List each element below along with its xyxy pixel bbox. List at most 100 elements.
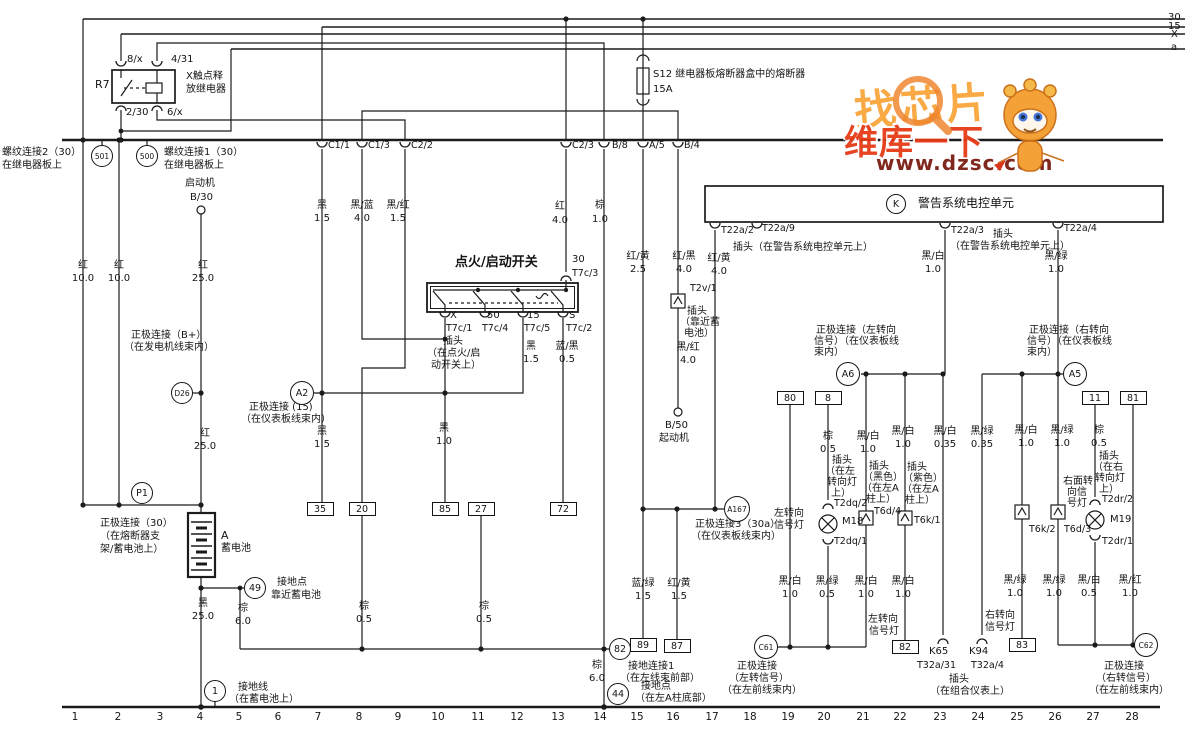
gnd44-desc2: （在左A柱底部） bbox=[635, 693, 712, 704]
wire-gauge: 1.0 bbox=[860, 444, 876, 455]
a2-desc1: 正极连接 (15) bbox=[249, 402, 313, 413]
wire-color: 黑/红 bbox=[386, 200, 410, 211]
wire-color: 黑/红 bbox=[1118, 575, 1142, 586]
rail-30-label: 30 bbox=[1168, 12, 1181, 23]
relay-name-line2: 放继电器 bbox=[186, 84, 226, 95]
wire-color: 黑/白 bbox=[933, 426, 957, 437]
gnd82-desc2: （在左线束前部） bbox=[620, 673, 700, 684]
track-number-15: 15 bbox=[630, 711, 644, 723]
pin-t2dq2: T2dq/2 bbox=[834, 498, 868, 509]
ground-82: 82 bbox=[609, 638, 631, 660]
wire-color: 红/黑 bbox=[672, 251, 696, 262]
wire-color: 黑/绿 bbox=[1042, 575, 1066, 586]
wire-color: 红/黄 bbox=[707, 253, 731, 264]
relay-id: R7 bbox=[95, 78, 110, 91]
m19-name3: 号灯 bbox=[1067, 498, 1087, 509]
wire-gauge: 1.5 bbox=[314, 213, 330, 224]
track-number-6: 6 bbox=[274, 711, 282, 723]
ecu-plug-note: 插头（在警告系统电控单元上） bbox=[733, 242, 873, 253]
wire-color: 黑/白 bbox=[854, 576, 878, 587]
c62-desc1: 正极连接 bbox=[1104, 661, 1144, 672]
plug-purple4: 柱上） bbox=[905, 495, 935, 506]
wire-gauge: 0.35 bbox=[970, 439, 994, 450]
wire-gauge: 1.0 bbox=[858, 589, 874, 600]
wire-color: 黑/绿 bbox=[1050, 425, 1074, 436]
plug-purple2: （紫色） bbox=[903, 473, 943, 484]
battery-id: A bbox=[221, 529, 229, 542]
fuse-label: S12 继电器板熔断器盒中的熔断器 bbox=[653, 69, 806, 80]
wire-color: 黑/绿 bbox=[1044, 251, 1068, 262]
track-number-22: 22 bbox=[893, 711, 907, 723]
screw2-line1: 螺纹连接2（30） bbox=[2, 147, 82, 158]
wire-gauge: 1.0 bbox=[1018, 438, 1034, 449]
a167-desc1: 正极连接3（30a） bbox=[695, 519, 781, 530]
rail-15-label: 15 bbox=[1168, 21, 1181, 32]
wire-gauge: 1.0 bbox=[925, 264, 941, 275]
a2-desc2: （在仪表板线束内） bbox=[241, 414, 331, 425]
connection-c62: C62 bbox=[1134, 633, 1158, 657]
switch-pin: 15 bbox=[527, 310, 540, 321]
switch-plug1: 插头 bbox=[443, 336, 463, 347]
wire-gauge: 1.0 bbox=[592, 214, 608, 225]
wire-color: 黑/绿 bbox=[1003, 575, 1027, 586]
plug-left-lamp4: 上） bbox=[831, 488, 851, 499]
track-number-24: 24 bbox=[971, 711, 985, 723]
wire-gauge: 4.0 bbox=[680, 355, 696, 366]
relay-pin: 6/x bbox=[167, 107, 183, 118]
wire-gauge: 1.0 bbox=[1048, 264, 1064, 275]
gnd49-desc2: 靠近蓄电池 bbox=[271, 590, 321, 601]
ground-44: 44 bbox=[607, 683, 629, 705]
track-number-8: 8 bbox=[355, 711, 363, 723]
pin-k65: K65 bbox=[929, 646, 949, 657]
wire-gauge: 4.0 bbox=[552, 215, 568, 226]
wire-gauge: 6.0 bbox=[235, 616, 251, 627]
cluster-plug2: （在组合仪表上） bbox=[930, 686, 1010, 697]
switch-pin: T7c/2 bbox=[566, 323, 593, 334]
track-number-3: 3 bbox=[156, 711, 164, 723]
m18-name1: 左转向 bbox=[774, 508, 804, 519]
connection-a2: A2 bbox=[290, 381, 314, 405]
pin-k94b: T32a/4 bbox=[971, 660, 1004, 671]
wire-gauge: 4.0 bbox=[354, 213, 370, 224]
track-number-12: 12 bbox=[510, 711, 524, 723]
wire-color: 棕 bbox=[823, 431, 833, 442]
gnd1-desc1: 接地线 bbox=[238, 682, 268, 693]
pin-t2dr2: T2dr/2 bbox=[1102, 494, 1134, 505]
track-number-11: 11 bbox=[471, 711, 485, 723]
bus-pin: B/4 bbox=[684, 140, 700, 151]
wire-gauge: 4.0 bbox=[711, 266, 727, 277]
track-number-7: 7 bbox=[314, 711, 322, 723]
connection-a5: A5 bbox=[1063, 362, 1087, 386]
wire-gauge: 1.0 bbox=[895, 589, 911, 600]
a6-desc1: 正极连接（左转向 bbox=[816, 325, 896, 336]
wire-gauge: 1.5 bbox=[390, 213, 406, 224]
wire-gauge: 1.0 bbox=[782, 589, 798, 600]
rail-x-label: X bbox=[1171, 29, 1178, 40]
track-number-2: 2 bbox=[114, 711, 122, 723]
a5-desc3: 束内） bbox=[1027, 347, 1057, 358]
connection-500: 500 bbox=[136, 145, 158, 167]
track-ref-35: 35 bbox=[306, 502, 334, 516]
wire-color: 黑 bbox=[526, 341, 536, 352]
a5-desc2: 信号）（在仪表板线 bbox=[1027, 336, 1112, 347]
relay-pin: 4/31 bbox=[171, 54, 194, 65]
wire-color: 黑/蓝 bbox=[350, 200, 374, 211]
wire-color: 黑 bbox=[439, 423, 449, 434]
a6-desc2: 信号）（在仪表板线 bbox=[814, 336, 899, 347]
plug-black4: 柱上） bbox=[866, 494, 896, 505]
a6-desc3: 束内） bbox=[814, 347, 844, 358]
wire-gauge: 0.5 bbox=[820, 444, 836, 455]
b50-starter: 起动机 bbox=[659, 433, 689, 444]
track-number-26: 26 bbox=[1048, 711, 1062, 723]
relay-pin: 2/30 bbox=[126, 107, 149, 118]
t2v-plug2: （靠近蓄 bbox=[680, 317, 720, 328]
pin-t6d4: T6d/4 bbox=[874, 506, 902, 517]
wire-gauge: 25.0 bbox=[191, 273, 215, 284]
plug-left-lamp1: 插头 bbox=[832, 455, 852, 466]
switch-pin: X bbox=[450, 310, 457, 321]
track-ref-80: 80 bbox=[776, 391, 804, 405]
starter-label: 启动机 bbox=[185, 178, 215, 189]
wire-color: 蓝/绿 bbox=[631, 578, 655, 589]
